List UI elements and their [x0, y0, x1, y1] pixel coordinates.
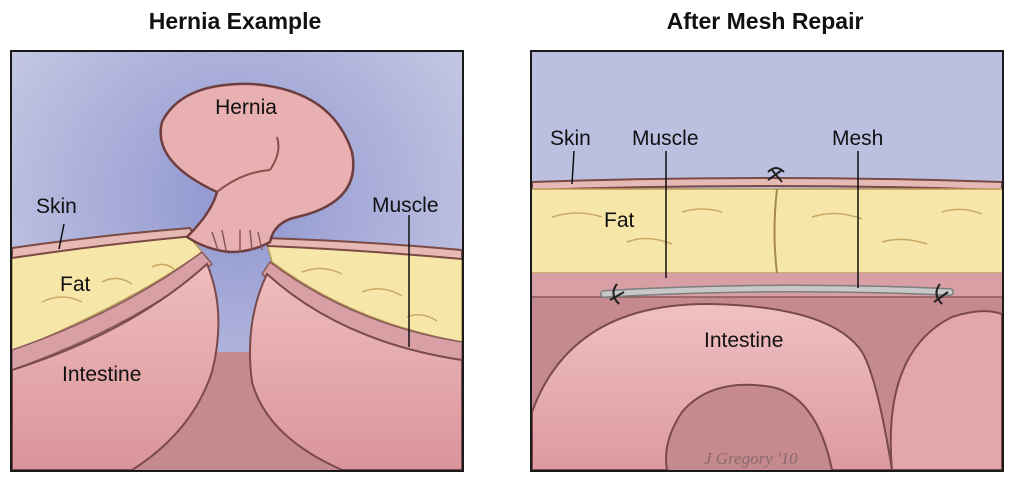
mesh-implant — [601, 285, 953, 297]
left-panel-title: Hernia Example — [148, 8, 322, 34]
skin-label: Skin — [36, 195, 77, 218]
background-glow — [532, 52, 1002, 184]
muscle-label: Muscle — [372, 194, 439, 217]
mesh-repair-panel: Skin Muscle Mesh Fat Intestine J Gregory… — [530, 50, 1004, 472]
right-skin-layer — [262, 236, 462, 261]
intestine-label: Intestine — [62, 363, 141, 386]
hernia-neck-wrinkles — [211, 229, 263, 252]
intestine-label: Intestine — [704, 329, 783, 352]
fat-texture — [41, 263, 438, 322]
skin-label: Skin — [550, 127, 591, 150]
mesh-suture-left — [609, 283, 625, 305]
hernia-example-panel: Hernia Skin Muscle Fat Intestine — [10, 50, 464, 472]
left-intestine-loop — [12, 262, 220, 470]
intestine-loop — [532, 302, 894, 470]
skin-leader-line — [58, 223, 65, 250]
hernia-sac — [159, 82, 355, 254]
hernia-illustration: Hernia Skin Muscle Fat Intestine — [12, 52, 462, 470]
hernia-label: Hernia — [215, 96, 277, 119]
hernia-fold — [216, 136, 280, 193]
fat-label: Fat — [60, 273, 91, 296]
fat-label: Fat — [604, 209, 635, 232]
skin-suture — [767, 167, 785, 183]
fat-texture — [551, 208, 983, 245]
artist-signature: J Gregory '10 — [704, 449, 798, 468]
fat-incision-line — [773, 188, 778, 274]
right-intestine-loop — [248, 272, 462, 470]
mesh-suture-right — [933, 283, 949, 305]
mesh-label: Mesh — [832, 127, 883, 150]
left-muscle-layer — [12, 250, 214, 371]
right-panel-title: After Mesh Repair — [666, 8, 864, 34]
skin-layer — [532, 177, 1002, 192]
muscle-label: Muscle — [632, 127, 699, 150]
skin-leader-line — [571, 150, 575, 185]
intestine-loop-right — [889, 310, 1002, 470]
fat-layer — [532, 189, 1002, 273]
mesh-repair-illustration: Skin Muscle Mesh Fat Intestine J Gregory… — [532, 52, 1002, 470]
